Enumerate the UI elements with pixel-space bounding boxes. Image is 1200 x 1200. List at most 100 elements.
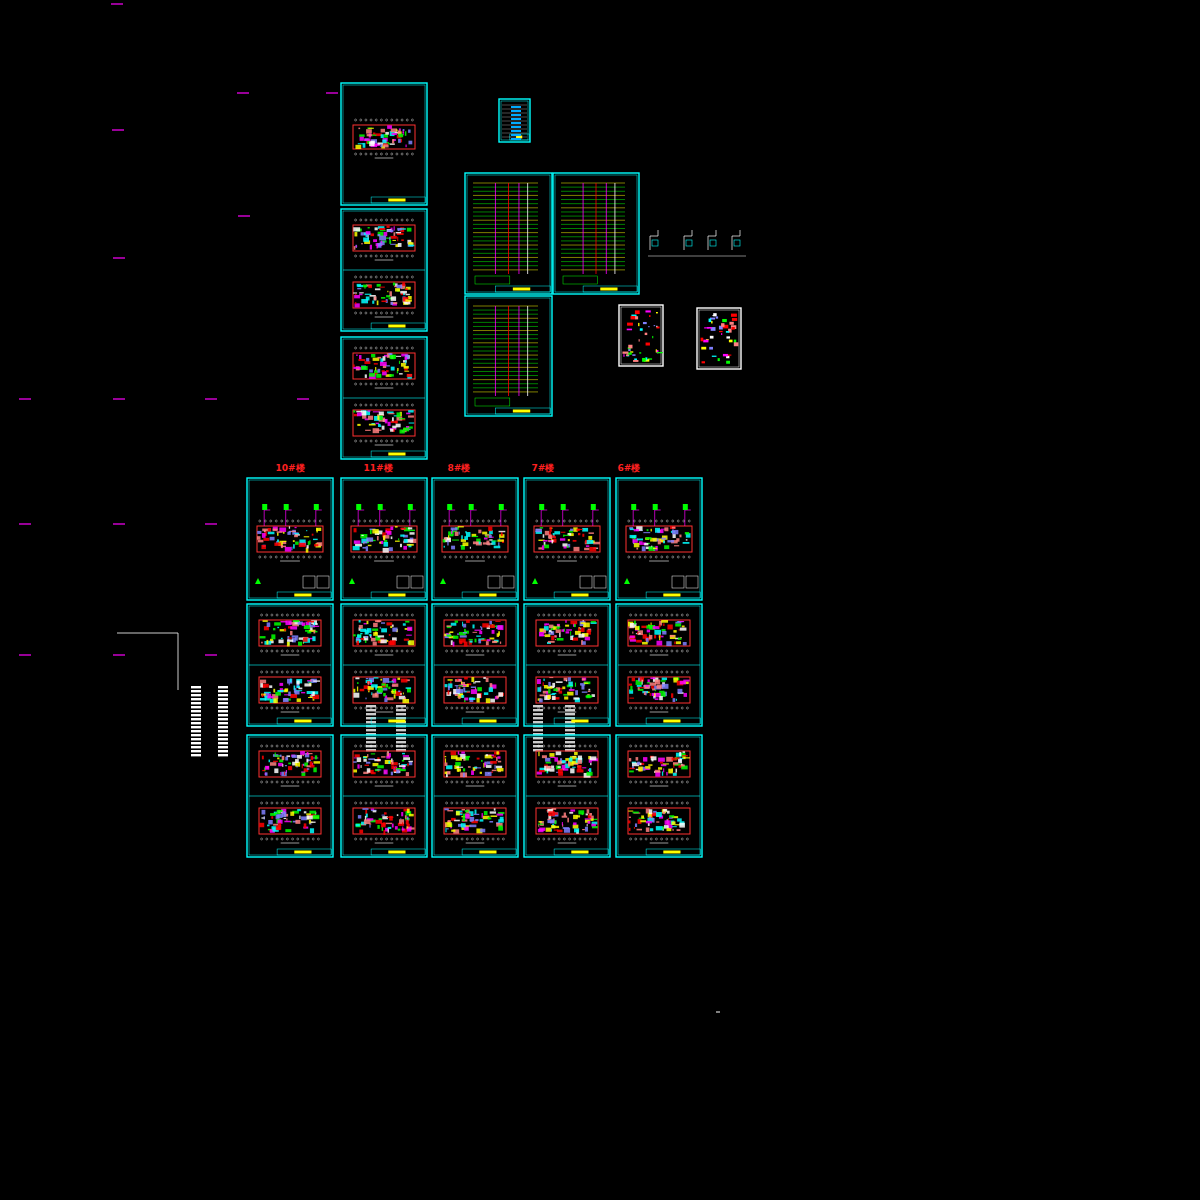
plan-detail <box>262 810 266 815</box>
axis-bubble <box>370 404 372 406</box>
plan-detail <box>274 622 281 625</box>
plan-detail <box>371 772 376 774</box>
plan-detail <box>281 638 283 639</box>
axis-bubble <box>355 671 357 673</box>
axis-bubble <box>411 276 413 278</box>
stack-row <box>218 702 228 704</box>
plan-detail <box>313 626 319 627</box>
sheet-inner-border <box>555 175 637 292</box>
pump-detail <box>475 398 510 406</box>
floor-line <box>473 379 538 380</box>
plan-detail <box>408 527 412 529</box>
plan-detail <box>303 764 304 766</box>
plan-detail <box>295 691 300 695</box>
floor-line <box>473 391 538 392</box>
plan-detail <box>406 687 411 689</box>
plan-detail <box>316 528 321 531</box>
plan-detail <box>405 815 407 819</box>
plan-detail <box>381 134 384 138</box>
axis-bubble <box>386 520 388 522</box>
plan-detail <box>406 287 411 290</box>
sheet-inner-border <box>249 606 331 724</box>
axis-bubble <box>466 671 468 673</box>
floor-line <box>473 249 538 250</box>
plan-detail <box>313 623 318 625</box>
axis-bubble <box>446 707 448 709</box>
detail-mark <box>646 343 650 346</box>
floor-line <box>561 253 625 254</box>
plan-detail <box>472 624 474 628</box>
floor-line <box>561 240 625 241</box>
plan-detail <box>369 373 375 377</box>
plan-detail <box>355 754 360 757</box>
plan-title-bar <box>466 712 485 713</box>
axis-bubble <box>466 650 468 652</box>
axis-bubble <box>391 255 393 257</box>
stack-row <box>191 722 201 724</box>
plan-detail <box>489 621 492 625</box>
detail-mark <box>709 319 712 323</box>
plan-detail <box>359 134 364 136</box>
plan-detail <box>397 412 401 417</box>
axis-bubble <box>401 153 403 155</box>
axis-bubble <box>266 745 268 747</box>
stack-row <box>533 709 543 711</box>
pump-detail <box>475 276 510 284</box>
plan-detail <box>355 246 357 247</box>
plan-detail <box>405 355 409 360</box>
plan-detail <box>481 627 482 630</box>
detail-mark <box>638 323 639 326</box>
plan-detail <box>274 768 278 773</box>
plan-detail <box>258 540 264 543</box>
axis-bubble <box>308 520 310 522</box>
plan-detail <box>403 427 409 431</box>
plan-detail <box>357 412 362 416</box>
plan-title-bar <box>375 317 394 318</box>
title-block-fill <box>294 720 311 723</box>
plan-detail <box>404 371 409 372</box>
sheet-inner-border <box>434 737 516 855</box>
axis-bubble <box>375 781 377 783</box>
axis-bubble <box>380 153 382 155</box>
plan-detail <box>304 823 307 828</box>
plan-detail <box>477 694 481 699</box>
legend-row <box>502 113 527 114</box>
drawing-sheet <box>247 735 333 857</box>
axis-bubble <box>386 255 388 257</box>
sheet-inner-border <box>343 606 425 724</box>
plan-detail <box>400 534 404 536</box>
axis-bubble <box>406 219 408 221</box>
plan-detail <box>307 815 313 819</box>
plan-detail <box>392 133 397 135</box>
axis-bubble <box>413 556 415 558</box>
axis-bubble <box>281 838 283 840</box>
axis-bubble <box>380 781 382 783</box>
axis-bubble <box>360 802 362 804</box>
sheet-border <box>432 478 518 600</box>
plan-detail <box>451 546 455 550</box>
plan-detail <box>268 528 271 532</box>
plan-detail <box>290 631 292 635</box>
plan-detail <box>275 812 281 814</box>
axis-bubble <box>396 404 398 406</box>
plan-detail <box>398 134 403 137</box>
axis-bubble <box>307 802 309 804</box>
plan-detail <box>481 639 487 641</box>
detail-mark <box>645 333 648 335</box>
axis-bubble <box>266 671 268 673</box>
axis-bubble <box>266 781 268 783</box>
plan-outline <box>353 808 415 834</box>
axis-bubble <box>375 802 377 804</box>
plan-detail <box>495 696 498 699</box>
plan-detail <box>396 232 401 233</box>
plan-detail <box>375 288 380 290</box>
axis-bubble <box>286 650 288 652</box>
axis-bubble <box>360 671 362 673</box>
plan-detail <box>375 693 377 697</box>
sheet-divider <box>249 665 331 666</box>
plan-detail <box>459 641 462 644</box>
leader <box>316 510 322 526</box>
drawing-sheet <box>432 478 518 600</box>
stack-row <box>533 737 543 739</box>
axis-bubble <box>276 671 278 673</box>
